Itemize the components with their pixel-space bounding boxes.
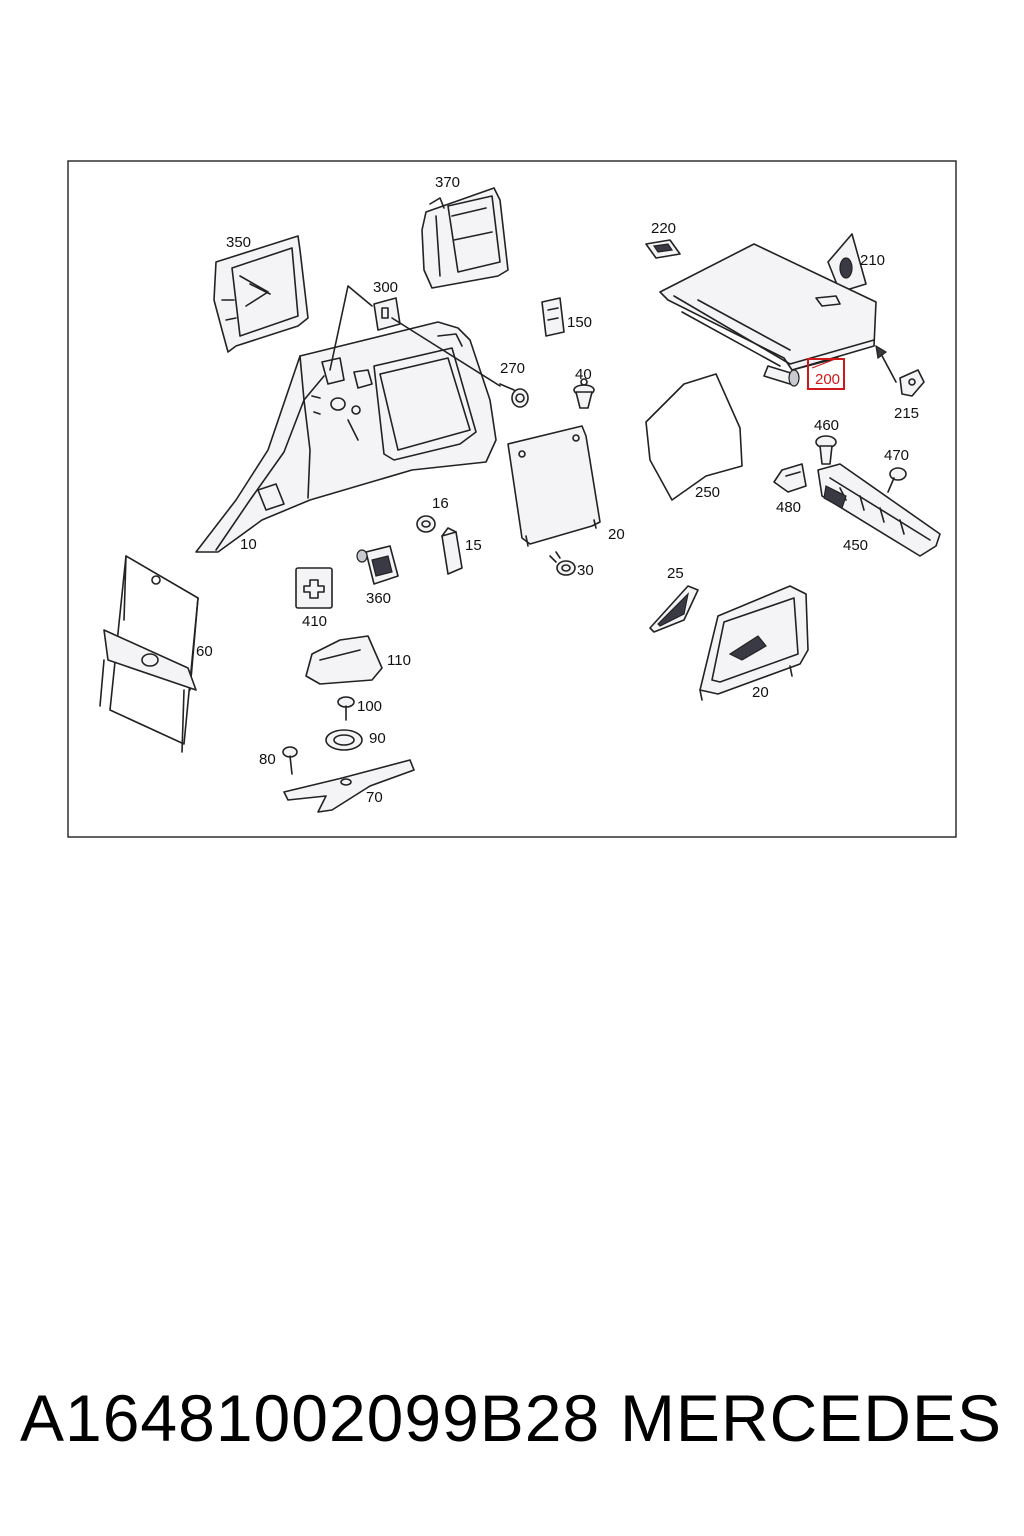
part-number: A16481002099B28: [20, 1381, 601, 1455]
callout-300: 300: [373, 279, 398, 296]
part-370-trim-panel: [421, 187, 509, 289]
callout-16: 16: [432, 495, 449, 512]
highlight-box: [807, 358, 845, 390]
callout-270: 270: [500, 360, 525, 377]
part-350-trim-panel: [213, 235, 309, 353]
part-40-push-clip: [573, 378, 595, 409]
part-460-clip: [815, 435, 837, 465]
part-20-panel-center: [507, 425, 601, 547]
part-100-bolt: [337, 696, 355, 721]
callout-60: 60: [196, 643, 213, 660]
callout-410: 410: [302, 613, 327, 630]
part-300-bracket: [329, 285, 501, 387]
callout-215: 215: [894, 405, 919, 422]
part-25-grille: [649, 585, 699, 633]
part-80-bolt: [282, 746, 298, 775]
callout-470: 470: [884, 447, 909, 464]
diagram-frame: [67, 160, 957, 838]
callout-220: 220: [651, 220, 676, 237]
brand-name: MERCEDES: [619, 1381, 1002, 1455]
part-360-socket: [356, 545, 399, 585]
part-270-screw: [499, 383, 529, 408]
callout-10: 10: [240, 536, 257, 553]
callout-80: 80: [259, 751, 276, 768]
callout-460: 460: [814, 417, 839, 434]
part-150-clip: [541, 297, 565, 337]
part-250-window: [645, 373, 743, 501]
callout-210: 210: [860, 252, 885, 269]
part-10-side-trim: [195, 321, 497, 553]
callout-30: 30: [577, 562, 594, 579]
part-60-cargo-net: [99, 555, 199, 753]
part-210-handle: [827, 233, 867, 293]
callout-200: 200: [815, 371, 840, 388]
part-200-cargo-cover: [659, 243, 877, 390]
part-450-sill-trim: [817, 463, 941, 557]
part-220-cap: [645, 239, 681, 259]
part-70-bracket: [283, 759, 415, 813]
callout-480: 480: [776, 499, 801, 516]
callout-15: 15: [465, 537, 482, 554]
part-20-panel-right: [699, 585, 809, 701]
footer: A16481002099B28 MERCEDES: [0, 1380, 1024, 1480]
part-15-hook: [441, 527, 463, 575]
callout-360: 360: [366, 590, 391, 607]
part-90-ring: [325, 729, 363, 751]
part-480-latch: [773, 463, 807, 493]
part-410-first-aid-kit: [295, 567, 333, 609]
callout-450: 450: [843, 537, 868, 554]
part-470-screw: [887, 467, 907, 493]
callout-110: 110: [387, 652, 411, 669]
callout-20-right: 20: [752, 684, 769, 701]
callout-100: 100: [357, 698, 382, 715]
callout-350: 350: [226, 234, 251, 251]
part-110-cover: [305, 635, 383, 685]
part-215-clip: [875, 344, 925, 397]
callout-20-center: 20: [608, 526, 625, 543]
part-16-washer: [416, 515, 436, 533]
callout-40: 40: [575, 366, 592, 383]
callout-370: 370: [435, 174, 460, 191]
part-30-clip: [549, 551, 576, 576]
callout-25: 25: [667, 565, 684, 582]
callout-250: 250: [695, 484, 720, 501]
callout-90: 90: [369, 730, 386, 747]
callout-150: 150: [567, 314, 592, 331]
callout-70: 70: [366, 789, 383, 806]
